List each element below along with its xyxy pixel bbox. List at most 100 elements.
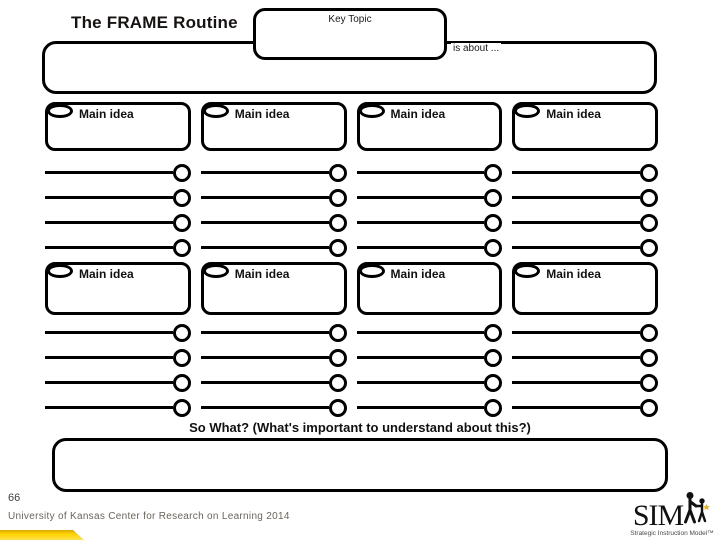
- write-on-line: [512, 171, 640, 174]
- detail-line: [512, 395, 658, 420]
- line-end-circle-icon: [328, 188, 347, 207]
- detail-lines: [512, 160, 658, 260]
- line-end-circle-icon: [484, 188, 503, 207]
- sim-wordmark: SIM: [632, 498, 684, 532]
- frame-column: Main idea: [45, 102, 191, 260]
- key-topic-label: Key Topic: [328, 14, 372, 25]
- credit-line: University of Kansas Center for Research…: [8, 511, 290, 522]
- line-end-circle-icon: [640, 348, 658, 367]
- frame-column: Main idea: [200, 262, 347, 420]
- write-on-line: [45, 246, 173, 249]
- line-end-circle-icon: [328, 373, 347, 392]
- write-on-line: [200, 221, 329, 224]
- line-end-circle-icon: [640, 398, 658, 417]
- write-on-line: [45, 406, 173, 409]
- is-about-label: is about ...: [451, 43, 502, 54]
- detail-line: [200, 160, 347, 185]
- main-idea-box: Main idea: [200, 262, 347, 315]
- detail-line: [200, 370, 347, 395]
- detail-line: [356, 160, 503, 185]
- detail-line: [200, 345, 347, 370]
- gold-corner-bar: [0, 530, 84, 540]
- detail-line: [512, 345, 658, 370]
- detail-lines: [200, 320, 347, 420]
- so-what-label: So What? (What's important to understand…: [189, 420, 531, 435]
- detail-line: [45, 345, 191, 370]
- write-on-line: [45, 356, 173, 359]
- frame-column: Main idea: [356, 102, 503, 260]
- write-on-line: [356, 356, 485, 359]
- detail-lines: [45, 320, 191, 420]
- detail-line: [512, 185, 658, 210]
- write-on-line: [356, 196, 485, 199]
- detail-line: [356, 210, 503, 235]
- line-end-circle-icon: [484, 238, 503, 257]
- detail-line: [512, 320, 658, 345]
- main-idea-box: Main idea: [512, 262, 658, 315]
- write-on-line: [512, 406, 640, 409]
- write-on-line: [512, 196, 640, 199]
- main-ideas-bottom-section: Main idea Main idea: [45, 262, 658, 420]
- sim-tagline: Strategic Instruction Model™: [630, 530, 714, 537]
- main-idea-label: Main idea: [546, 107, 601, 121]
- detail-line: [512, 210, 658, 235]
- main-idea-box: Main idea: [200, 102, 347, 151]
- line-end-circle-icon: [328, 238, 347, 257]
- line-end-circle-icon: [484, 323, 503, 342]
- write-on-line: [356, 246, 485, 249]
- line-end-circle-icon: [640, 213, 658, 232]
- detail-line: [200, 395, 347, 420]
- oval-bullet-icon: [358, 264, 385, 278]
- detail-line: [356, 345, 503, 370]
- page-number: 66: [8, 492, 21, 504]
- line-end-circle-icon: [172, 163, 191, 182]
- write-on-line: [512, 221, 640, 224]
- write-on-line: [356, 331, 485, 334]
- so-what-answer-box: [52, 438, 668, 492]
- write-on-line: [512, 381, 640, 384]
- write-on-line: [45, 221, 173, 224]
- line-end-circle-icon: [328, 163, 347, 182]
- main-idea-box: Main idea: [356, 102, 503, 151]
- write-on-line: [200, 331, 329, 334]
- line-end-circle-icon: [328, 348, 347, 367]
- line-end-circle-icon: [484, 213, 503, 232]
- detail-line: [200, 235, 347, 260]
- detail-line: [512, 370, 658, 395]
- line-end-circle-icon: [484, 163, 503, 182]
- detail-line: [45, 160, 191, 185]
- write-on-line: [200, 196, 329, 199]
- write-on-line: [356, 381, 485, 384]
- detail-line: [356, 320, 503, 345]
- detail-line: [356, 185, 503, 210]
- line-end-circle-icon: [172, 348, 191, 367]
- write-on-line: [45, 381, 173, 384]
- main-idea-label: Main idea: [79, 267, 134, 281]
- walking-figures-icon: [681, 491, 711, 530]
- main-ideas-top-section: Main idea Main idea: [45, 102, 658, 260]
- line-end-circle-icon: [484, 373, 503, 392]
- detail-lines: [200, 160, 347, 260]
- line-end-circle-icon: [172, 373, 191, 392]
- detail-line: [45, 320, 191, 345]
- line-end-circle-icon: [328, 398, 347, 417]
- detail-line: [45, 235, 191, 260]
- line-end-circle-icon: [172, 398, 191, 417]
- detail-lines: [512, 320, 658, 420]
- write-on-line: [356, 406, 485, 409]
- line-end-circle-icon: [640, 163, 658, 182]
- main-idea-label: Main idea: [546, 267, 601, 281]
- main-idea-label: Main idea: [234, 107, 290, 121]
- main-idea-label: Main idea: [390, 107, 446, 121]
- frame-column: Main idea: [200, 102, 347, 260]
- detail-line: [200, 320, 347, 345]
- detail-line: [356, 370, 503, 395]
- line-end-circle-icon: [172, 238, 191, 257]
- write-on-line: [200, 246, 329, 249]
- detail-line: [200, 185, 347, 210]
- oval-bullet-icon: [47, 104, 73, 118]
- main-idea-box: Main idea: [45, 102, 191, 151]
- detail-line: [45, 395, 191, 420]
- oval-bullet-icon: [358, 104, 385, 118]
